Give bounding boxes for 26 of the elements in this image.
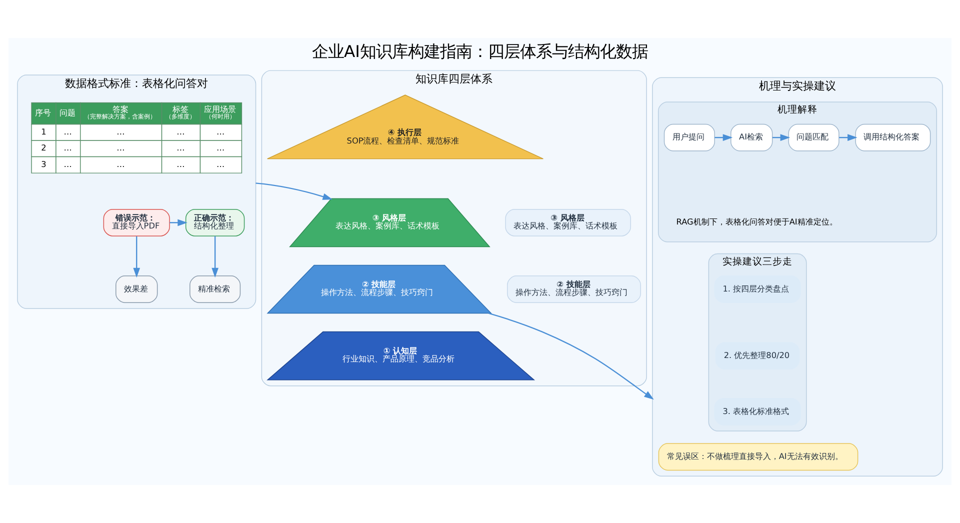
label: … <box>216 142 225 153</box>
label: 标签 <box>172 104 188 114</box>
label: … <box>216 158 225 169</box>
node-label: 表达风格、案例库、话术模板 <box>514 220 618 230</box>
label: … <box>116 126 125 136</box>
label: … <box>216 126 225 136</box>
label: 3 <box>41 158 46 169</box>
label: 答案 <box>112 104 129 114</box>
label: RAG机制下，表格化问答对便于AI精准定位。 <box>676 216 838 227</box>
node-label: ③ 风格层 <box>550 212 584 222</box>
node-label: ② 技能层 <box>556 278 590 289</box>
label: 应用场景 <box>204 104 236 114</box>
label: … <box>64 158 72 169</box>
label: … <box>116 142 125 153</box>
label: … <box>176 126 185 136</box>
label: 序号 <box>35 108 52 118</box>
label: … <box>176 142 185 153</box>
label: … <box>116 158 125 169</box>
label: 问题 <box>60 108 76 118</box>
label: 1 <box>41 126 46 136</box>
label: 2 <box>41 142 46 153</box>
node-label: 操作方法、流程步骤、技巧窍门 <box>516 287 628 298</box>
label: … <box>64 126 72 136</box>
diagram-title: 企业AI知识库构建指南：四层体系与结构化数据 <box>312 42 648 61</box>
label: … <box>176 158 185 169</box>
label: … <box>64 142 72 153</box>
